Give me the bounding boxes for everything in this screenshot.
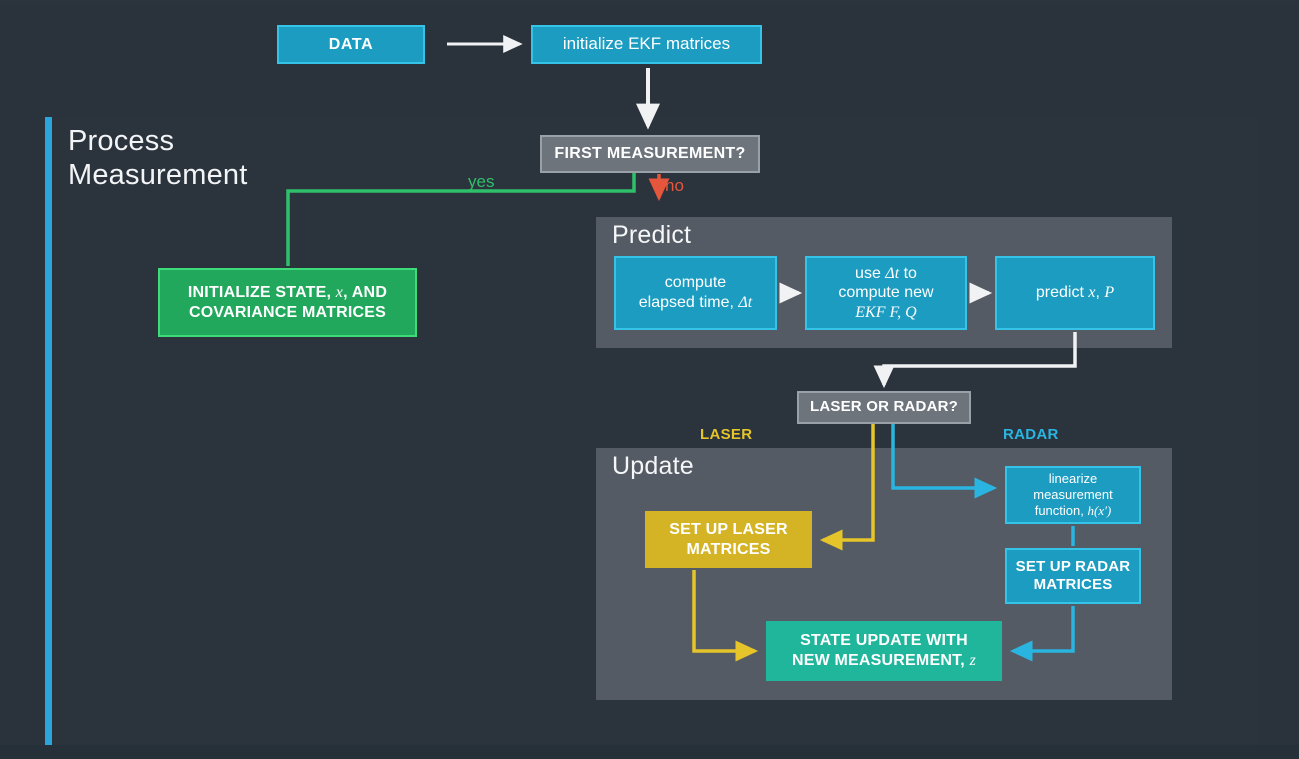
linearize-line2: measurement [1033, 487, 1113, 503]
elapsed-line1: compute [664, 274, 727, 292]
data-box-label: DATA [328, 35, 374, 53]
linearize-var-hx: h(x′) [1087, 502, 1112, 518]
radar-branch-label: RADAR [1003, 426, 1059, 443]
laser-box-line1: SET UP LASER [669, 520, 788, 538]
initialize-state-line1-a: INITIALIZE STATE, [187, 283, 336, 301]
laser-or-radar-decision[interactable]: LASER OR RADAR? [797, 391, 971, 424]
set-up-laser-matrices-label: SET UP LASER MATRICES [663, 520, 794, 559]
initialize-ekf-matrices-label: initialize EKF matrices [562, 34, 731, 54]
initialize-ekf-matrices-box[interactable]: initialize EKF matrices [531, 25, 762, 64]
laser-branch-label: LASER [700, 426, 753, 443]
state-update-label: STATE UPDATE WITH NEW MEASUREMENT, z [786, 631, 982, 670]
predict-line1-b: , [1095, 284, 1105, 302]
laser-box-line2: MATRICES [686, 540, 771, 558]
usedt-line2: compute new [838, 284, 934, 302]
compute-new-f-q-label: use Δt to compute new EKF F, Q [832, 264, 939, 323]
set-up-radar-matrices-label: SET UP RADAR MATRICES [1010, 558, 1137, 595]
predict-var-x: x [1088, 284, 1096, 302]
set-up-radar-matrices-box[interactable]: SET UP RADAR MATRICES [1005, 548, 1141, 604]
state-box-line2: NEW MEASUREMENT, [791, 652, 970, 669]
predict-line1-a: predict [1035, 284, 1089, 302]
process-title-line1: Process [68, 125, 175, 157]
set-up-laser-matrices-box[interactable]: SET UP LASER MATRICES [645, 511, 812, 568]
usedt-line1-b: to [899, 264, 917, 282]
frame-bottom-band [0, 745, 1299, 759]
yes-edge-label: yes [468, 172, 495, 191]
initialize-state-label: INITIALIZE STATE, x, AND COVARIANCE MATR… [182, 283, 393, 322]
update-title: Update [612, 452, 694, 480]
laser-or-radar-label: LASER OR RADAR? [810, 398, 958, 416]
usedt-line1-a: use [855, 264, 886, 282]
compute-elapsed-time-box[interactable]: compute elapsed time, Δt [614, 256, 777, 330]
compute-new-f-q-box[interactable]: use Δt to compute new EKF F, Q [805, 256, 967, 330]
initialize-state-var-x: x [335, 283, 344, 301]
process-title-line2: Measurement [68, 159, 248, 192]
state-var-z: z [969, 652, 977, 669]
state-update-box[interactable]: STATE UPDATE WITH NEW MEASUREMENT, z [766, 621, 1002, 681]
process-measurement-title: Process Measurement [68, 124, 248, 192]
linearize-line3: function, [1034, 502, 1088, 518]
elapsed-var-dt: Δt [738, 294, 753, 311]
predict-var-p: P [1104, 284, 1115, 302]
state-box-line1: STATE UPDATE WITH [800, 632, 968, 650]
initialize-state-line1-b: , AND [343, 283, 388, 301]
elapsed-line2: elapsed time, [638, 294, 739, 311]
predict-x-p-label: predict x, P [1030, 283, 1120, 303]
frame-top-band [0, 0, 1299, 6]
linearize-measurement-function-label: linearize measurement function, h(x′) [1027, 471, 1118, 519]
linearize-line1: linearize [1048, 471, 1098, 487]
no-edge-label: no [665, 176, 684, 195]
radar-box-line1: SET UP RADAR [1015, 557, 1131, 575]
usedt-line3-ekf-f-q: EKF F, Q [855, 303, 917, 321]
linearize-measurement-function-box[interactable]: linearize measurement function, h(x′) [1005, 466, 1141, 524]
predict-x-p-box[interactable]: predict x, P [995, 256, 1155, 330]
first-measurement-decision[interactable]: FIRST MEASUREMENT? [540, 135, 760, 173]
first-measurement-label: FIRST MEASUREMENT? [554, 145, 746, 163]
initialize-state-box[interactable]: INITIALIZE STATE, x, AND COVARIANCE MATR… [158, 268, 417, 337]
data-box[interactable]: DATA [277, 25, 425, 64]
usedt-var-dt: Δt [885, 264, 900, 282]
compute-elapsed-time-label: compute elapsed time, Δt [633, 273, 758, 312]
initialize-state-line2: COVARIANCE MATRICES [188, 303, 386, 321]
radar-box-line2: MATRICES [1033, 576, 1113, 593]
process-accent-bar [45, 117, 52, 745]
predict-title: Predict [612, 221, 692, 249]
